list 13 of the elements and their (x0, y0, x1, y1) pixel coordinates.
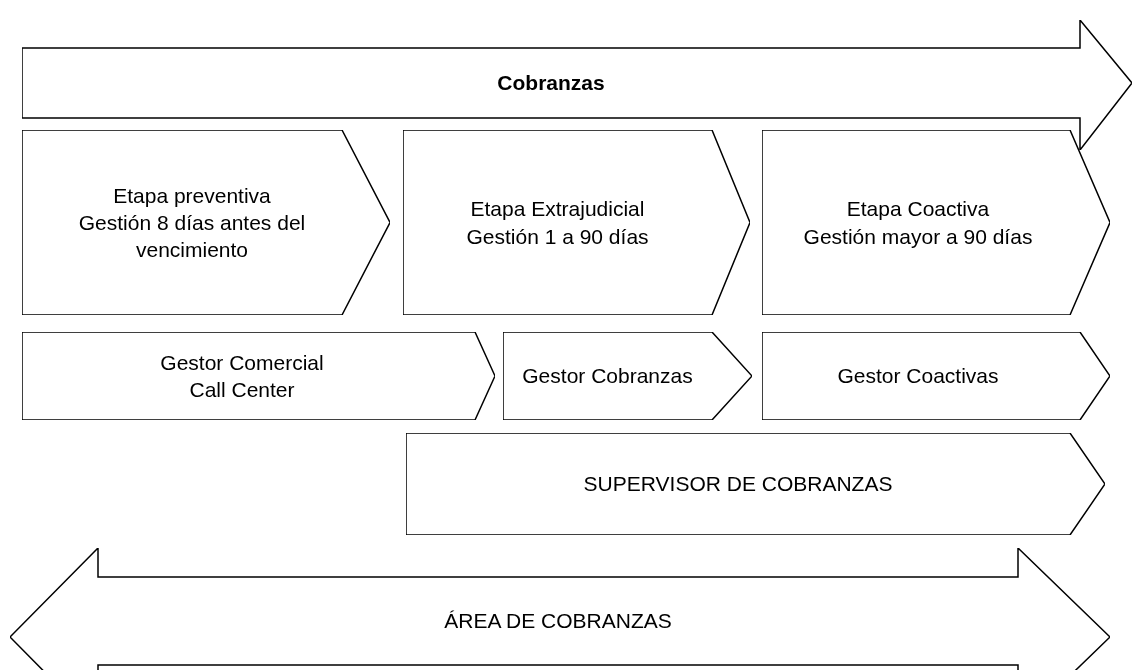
stage-label: SUPERVISOR DE COBRANZAS (583, 471, 893, 498)
stage-label: Gestión mayor a 90 días (803, 223, 1033, 250)
stage-label: Etapa Coactiva (846, 196, 990, 223)
stage-label: Etapa preventiva (113, 182, 271, 209)
stage-label: Gestión 8 días antes del vencimiento (77, 209, 307, 264)
stage-label: Etapa Extrajudicial (470, 196, 645, 223)
stage-label: Gestor Coactivas (837, 363, 999, 390)
stage-label: Gestión 1 a 90 días (466, 223, 649, 250)
stage-label: ÁREA DE COBRANZAS (444, 608, 672, 635)
stage-label: Gestor Cobranzas (522, 363, 693, 390)
stage-label: Call Center (189, 377, 295, 403)
title-label: Cobranzas (497, 70, 605, 97)
stage-label: Gestor Comercial (160, 349, 324, 376)
